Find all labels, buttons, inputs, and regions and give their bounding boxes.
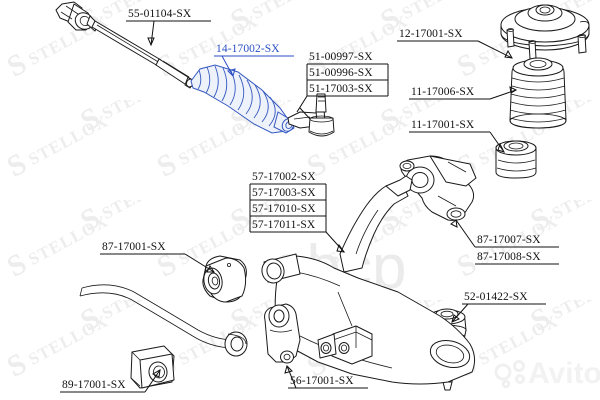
part-bump-stop <box>495 140 537 179</box>
part-tie-rod-end <box>287 93 335 137</box>
part-stabilizer-bushing <box>130 345 175 389</box>
callout-tie-rod-axial[interactable]: 55-01104-SX <box>126 8 211 47</box>
part-arm-bracket <box>399 155 477 221</box>
part-bump-stop-boot <box>509 57 567 129</box>
callout-code: 12-17001-SX <box>399 28 463 40</box>
callout-control-arm[interactable]: 57-17002-SX 57-17003-SX 57-17010-SX 57-1… <box>249 171 346 253</box>
callout-code: 57-17003-SX <box>252 187 316 199</box>
part-stabilizer-link <box>264 303 301 364</box>
part-strut-mount <box>500 4 590 60</box>
callout-arm-bracket[interactable]: 87-17007-SX 87-17008-SX <box>450 219 559 265</box>
callout-code: 87-17008-SX <box>477 251 541 263</box>
callout-code: 89-17001-SX <box>62 379 126 391</box>
callout-code: 51-17003-SX <box>309 83 373 95</box>
callout-strut-mount[interactable]: 12-17001-SX <box>397 28 513 59</box>
callout-tie-rod-end[interactable]: 51-00997-SX 51-00996-SX 51-17003-SX <box>296 51 389 120</box>
callout-code: 52-01422-SX <box>464 291 528 303</box>
callout-arm-bushing[interactable]: 87-17001-SX <box>100 241 215 273</box>
part-steering-rack-boot <box>190 64 295 134</box>
callout-code: 87-17001-SX <box>102 241 166 253</box>
callout-bump-stop-boot[interactable]: 11-17006-SX <box>409 86 518 100</box>
part-arm-bushing <box>202 255 247 303</box>
callout-code: 56-17001-SX <box>290 375 354 387</box>
part-stabilizer-bar <box>79 284 248 357</box>
callout-code: 57-17011-SX <box>252 219 316 231</box>
callout-stabilizer-link[interactable]: 56-17001-SX <box>284 365 368 389</box>
avito-logo-dots <box>494 360 525 389</box>
part-tie-rod-axial <box>55 1 195 89</box>
callout-code-highlighted: 14-17002-SX <box>216 43 280 55</box>
callout-steering-boot[interactable]: 14-17002-SX <box>214 43 294 77</box>
avito-wordmark: Avito <box>528 357 600 390</box>
callout-code: 55-01104-SX <box>128 8 192 20</box>
callout-stabilizer-bushing[interactable]: 89-17001-SX <box>60 369 161 393</box>
callout-code: 51-00997-SX <box>309 51 373 63</box>
callout-code: 11-17001-SX <box>411 119 475 131</box>
callout-code: 11-17006-SX <box>411 86 475 98</box>
callout-code: 87-17007-SX <box>477 234 541 246</box>
part-lower-control-arm <box>261 175 476 385</box>
callout-code: 57-17002-SX <box>252 171 316 183</box>
callout-lower-ball-joint[interactable]: 52-01422-SX <box>451 291 546 323</box>
callout-code: 57-17010-SX <box>252 203 316 215</box>
callout-code: 51-00996-SX <box>309 67 373 79</box>
callout-bump-stop[interactable]: 11-17001-SX <box>409 119 505 153</box>
